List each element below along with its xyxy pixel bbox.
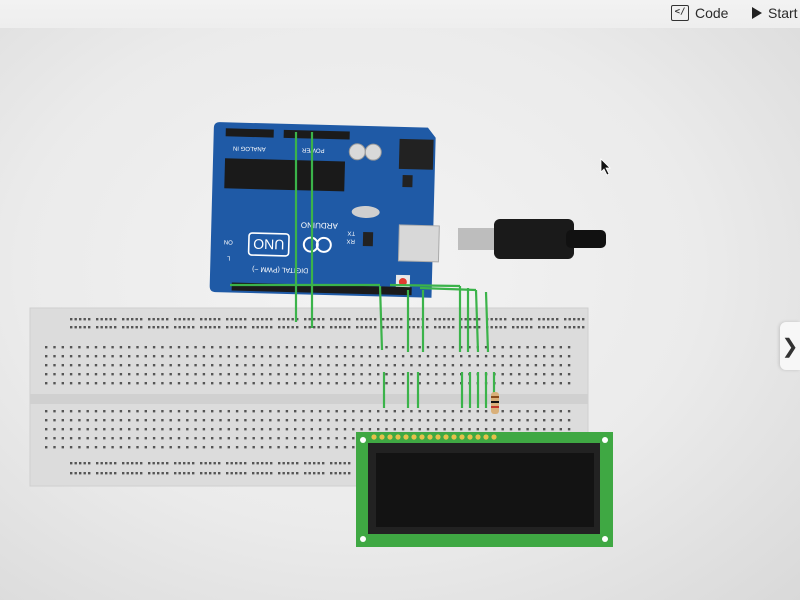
l-label: L <box>226 254 230 260</box>
top-toolbar: </ Code Start <box>0 0 800 28</box>
analog-in-label: ANALOG IN <box>233 145 266 152</box>
code-icon: </ <box>671 5 689 21</box>
lcd-display[interactable] <box>356 432 613 547</box>
breadboard-holes <box>45 318 585 475</box>
rx-label: RX <box>347 238 355 244</box>
start-simulation-button[interactable]: Start <box>752 2 798 24</box>
side-panel-toggle[interactable]: ❯ <box>780 322 800 370</box>
board-brand-label: ARDUINO <box>301 220 338 230</box>
on-label: ON <box>224 238 233 244</box>
board-model-label: UNO <box>253 236 285 253</box>
arduino-uno-board[interactable]: UNO ARDUINO DIGITAL (PWM ~) ANALOG IN PO… <box>209 122 442 298</box>
lcd-screen <box>376 453 594 527</box>
wires <box>230 132 496 408</box>
play-icon <box>752 7 762 19</box>
tx-label: TX <box>347 230 355 236</box>
usb-cable <box>458 219 606 259</box>
resistor[interactable] <box>491 392 499 414</box>
mouse-cursor-icon <box>600 158 611 176</box>
lcd-pins <box>371 434 497 440</box>
digital-pwm-label: DIGITAL (PWM ~) <box>252 265 308 273</box>
start-button-label: Start <box>768 5 798 21</box>
chevron-right-icon: ❯ <box>781 335 799 358</box>
code-button-label: Code <box>695 5 729 21</box>
code-button[interactable]: </ Code <box>671 2 728 24</box>
